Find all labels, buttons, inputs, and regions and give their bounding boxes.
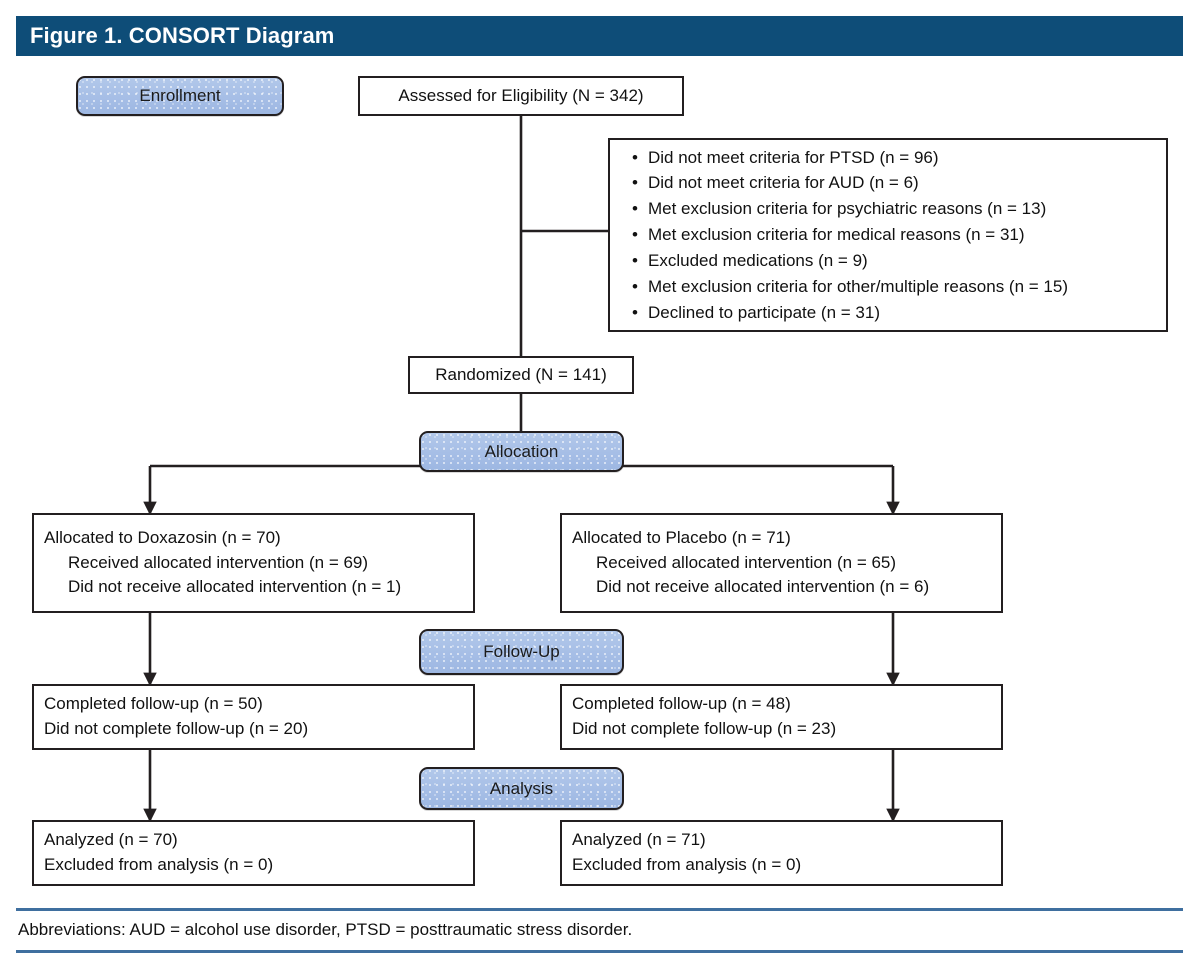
footer-rule-top [16,908,1183,911]
assessed-label: Assessed for Eligibility (N = 342) [398,85,644,105]
bullet-icon: • [632,173,638,193]
bullet-icon: • [632,147,638,167]
node-analysis-doxazosin: Analyzed (n = 70) Excluded from analysis… [32,820,475,886]
allocated-left-title: Allocated to Doxazosin (n = 70) [44,528,281,548]
stage-allocation-text: Allocation [484,441,559,461]
exclusion-item-text: Did not meet criteria for AUD (n = 6) [648,173,919,193]
node-allocated-doxazosin: Allocated to Doxazosin (n = 70) Received… [32,513,475,613]
followup-right-completed: Completed follow-up (n = 48) [572,694,791,714]
exclusion-item: • Met exclusion criteria for psychiatric… [610,196,1166,222]
exclusion-item: • Declined to participate (n = 31) [610,300,1166,326]
stage-analysis-text: Analysis [489,778,554,798]
followup-left-not-completed: Did not complete follow-up (n = 20) [44,719,309,738]
bullet-icon: • [632,250,638,270]
figure-header-bar: Figure 1. CONSORT Diagram [16,16,1183,56]
bullet-icon: • [632,302,638,322]
abbreviations-note: Abbreviations: AUD = alcohol use disorde… [18,920,633,939]
exclusion-item: • Met exclusion criteria for medical rea… [610,222,1166,248]
node-randomized: Randomized (N = 141) [408,356,634,394]
exclusion-item-text: Declined to participate (n = 31) [648,302,880,322]
allocated-left-received: Received allocated intervention (n = 69) [68,552,369,572]
followup-right-not-completed: Did not complete follow-up (n = 23) [572,719,837,738]
exclusion-item: • Did not meet criteria for PTSD (n = 96… [610,145,1166,171]
exclusion-item-text: Met exclusion criteria for other/multipl… [648,276,1068,296]
node-followup-doxazosin: Completed follow-up (n = 50) Did not com… [32,684,475,750]
figure-title: Figure 1. CONSORT Diagram [30,23,335,48]
analysis-right-analyzed: Analyzed (n = 71) [572,830,706,850]
analysis-left-analyzed: Analyzed (n = 70) [44,830,178,850]
stage-enrollment-text: Enrollment [139,86,221,105]
stage-label-analysis: Analysis [419,767,624,810]
exclusion-item-text: Met exclusion criteria for psychiatric r… [648,199,1047,219]
allocated-left-not-received: Did not receive allocated intervention (… [68,577,402,597]
followup-left-completed: Completed follow-up (n = 50) [44,694,263,714]
bullet-icon: • [632,225,638,245]
bullet-icon: • [632,276,638,296]
exclusion-item: • Excluded medications (n = 9) [610,248,1166,274]
node-analysis-placebo: Analyzed (n = 71) Excluded from analysis… [560,820,1003,886]
exclusion-item: • Did not meet criteria for AUD (n = 6) [610,170,1166,196]
figure-footer: Abbreviations: AUD = alcohol use disorde… [16,908,1183,953]
stage-label-allocation: Allocation [419,431,624,472]
stage-follow-up-text: Follow-Up [483,642,560,661]
stage-label-follow-up: Follow-Up [419,629,624,675]
allocated-right-received: Received allocated intervention (n = 65) [596,552,897,572]
bullet-icon: • [632,199,638,219]
exclusion-item-text: Met exclusion criteria for medical reaso… [648,225,1025,245]
allocated-right-title: Allocated to Placebo (n = 71) [572,528,791,548]
footer-rule-bottom [16,950,1183,953]
stage-label-enrollment: Enrollment [76,76,284,116]
randomized-label: Randomized (N = 141) [435,364,607,384]
exclusion-item-text: Excluded medications (n = 9) [648,250,868,270]
exclusion-item: • Met exclusion criteria for other/multi… [610,274,1166,300]
node-allocated-placebo: Allocated to Placebo (n = 71) Received a… [560,513,1003,613]
node-exclusions: • Did not meet criteria for PTSD (n = 96… [608,138,1168,332]
node-followup-placebo: Completed follow-up (n = 48) Did not com… [560,684,1003,750]
node-assessed-for-eligibility: Assessed for Eligibility (N = 342) [358,76,684,116]
analysis-left-excluded: Excluded from analysis (n = 0) [44,855,274,874]
allocated-right-not-received: Did not receive allocated intervention (… [596,577,930,597]
analysis-right-excluded: Excluded from analysis (n = 0) [572,855,802,874]
exclusion-item-text: Did not meet criteria for PTSD (n = 96) [648,147,939,167]
